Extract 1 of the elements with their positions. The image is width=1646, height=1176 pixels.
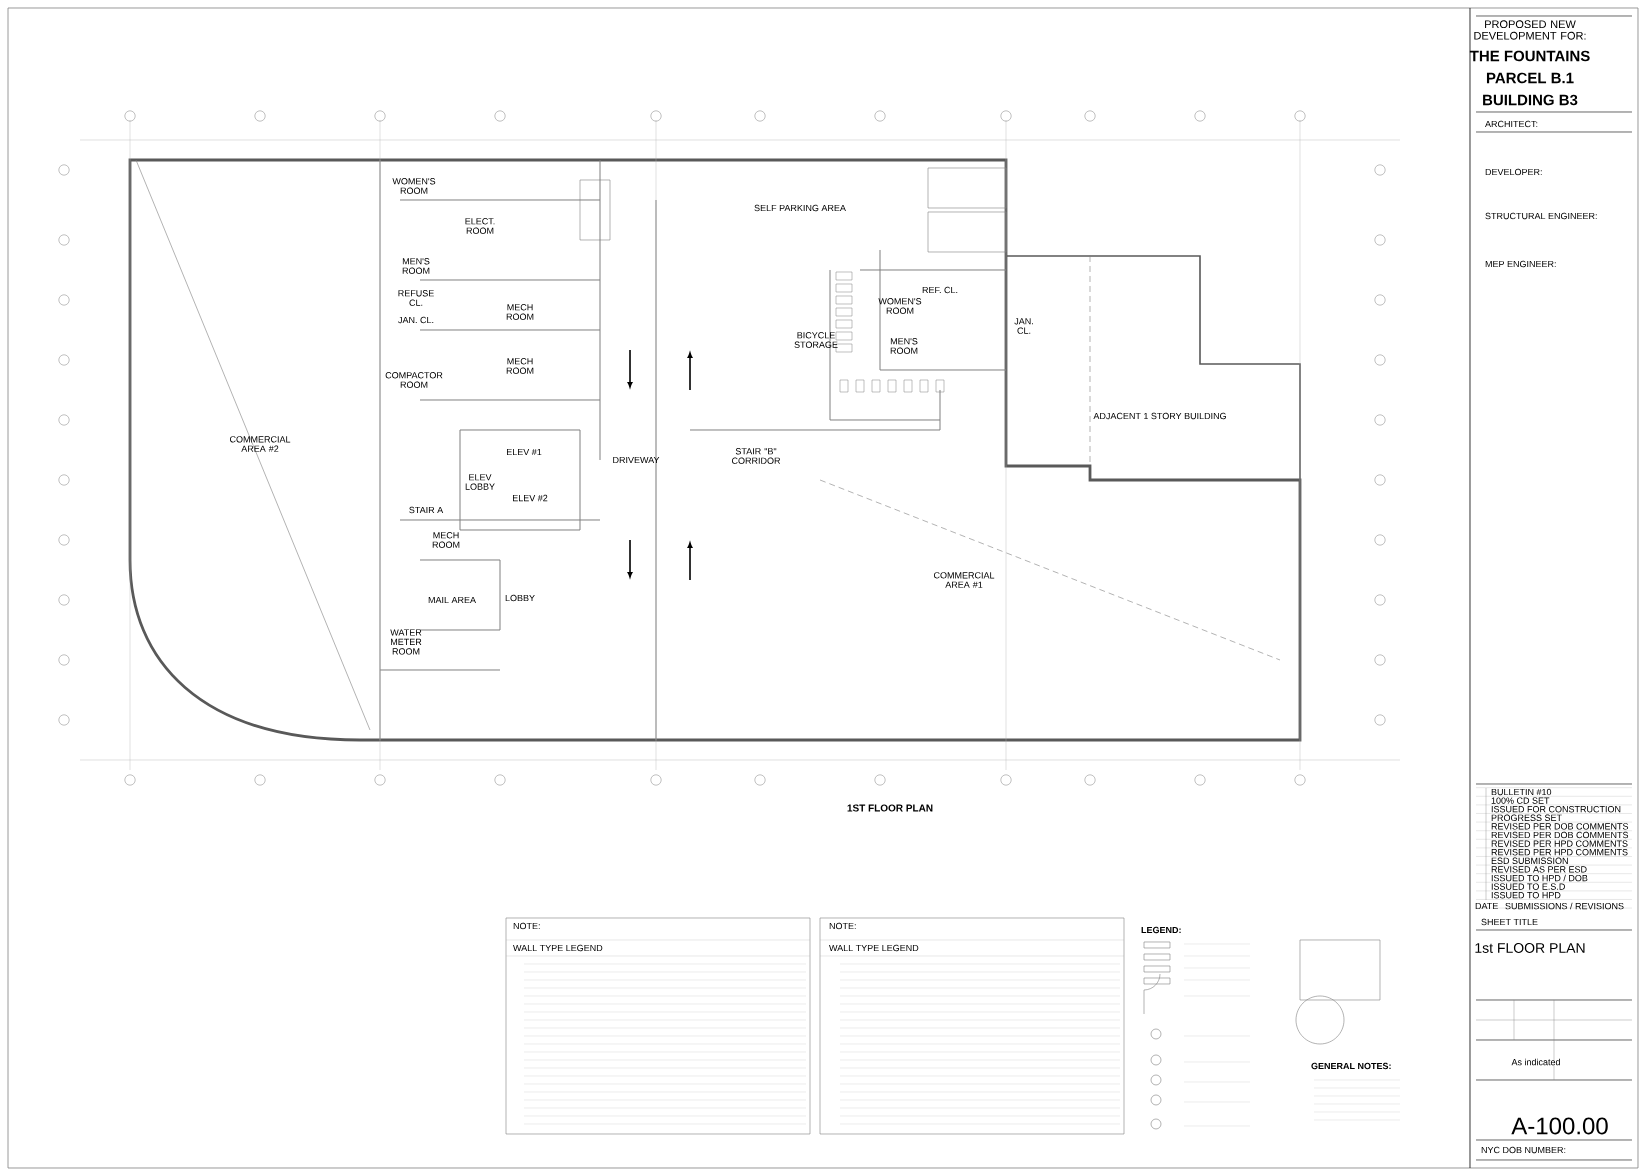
drawing-number: A-100.00 bbox=[1511, 1117, 1608, 1135]
